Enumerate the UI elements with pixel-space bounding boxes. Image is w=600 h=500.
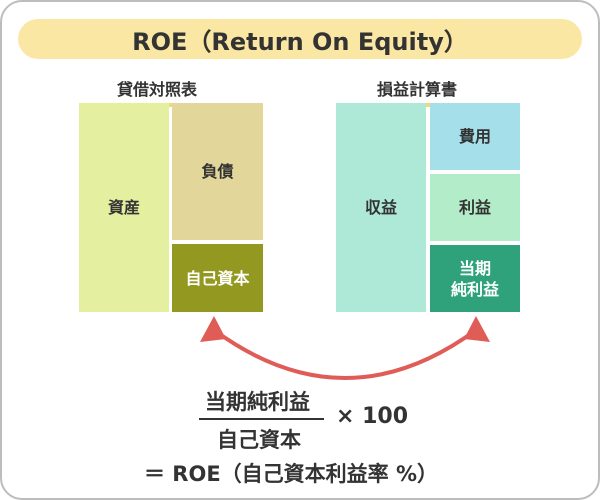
title-banner: ROE（Return On Equity） — [18, 19, 582, 59]
net-income-label-line2: 純利益 — [450, 279, 499, 299]
arrow-curve — [212, 328, 478, 380]
assets-box: 資産 — [79, 103, 169, 312]
formula-result: ＝ ROE（自己資本利益率 %） — [144, 462, 439, 486]
expenses-label: 費用 — [458, 127, 491, 146]
equity-box: 自己資本 — [172, 244, 263, 312]
equity-label: 自己資本 — [185, 268, 250, 288]
formula-denominator: 自己資本 — [217, 428, 301, 452]
fraction-line — [199, 418, 324, 420]
liabilities-label: 負債 — [201, 162, 234, 181]
expenses-box: 費用 — [430, 103, 520, 170]
title-text: ROE（Return On Equity） — [132, 27, 468, 56]
net-income-box: 当期 純利益 — [430, 245, 520, 312]
revenue-box: 収益 — [336, 103, 426, 312]
formula-multiplier: × 100 — [336, 404, 409, 429]
arrow-head-left — [200, 316, 226, 342]
assets-label: 資産 — [107, 198, 140, 217]
profit-box: 利益 — [430, 174, 520, 241]
liabilities-box: 負債 — [172, 103, 263, 240]
profit-label: 利益 — [458, 198, 491, 217]
arrow-head-right — [464, 316, 490, 342]
revenue-label: 収益 — [364, 198, 397, 217]
net-income-label-line1: 当期 — [458, 258, 491, 278]
formula-numerator: 当期純利益 — [205, 390, 310, 414]
